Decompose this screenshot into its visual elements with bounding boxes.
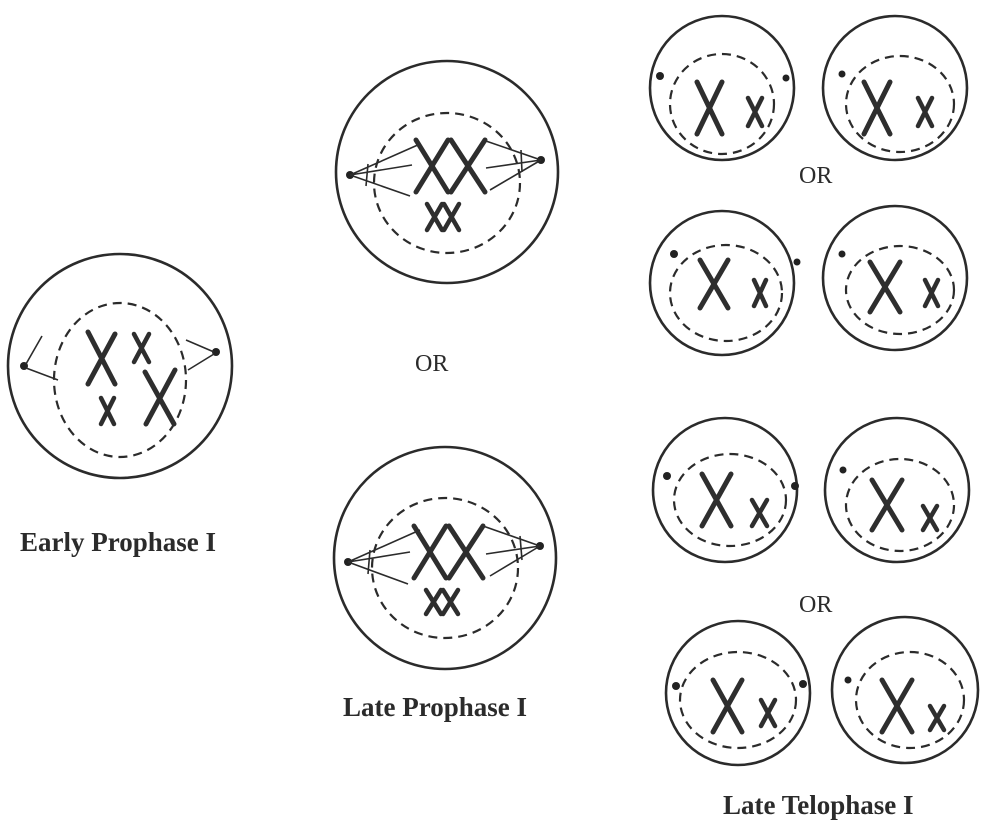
telophase-cell [664, 619, 812, 767]
chromosome-small [131, 331, 152, 365]
telophase-cell [821, 14, 969, 162]
telophase-cell [823, 416, 971, 564]
telophase-cell [651, 416, 799, 564]
chromosome-large [142, 367, 178, 427]
nuclear-envelope [52, 301, 188, 459]
nuclear-envelope [370, 496, 520, 640]
late-prophase-cell-bottom [332, 445, 558, 671]
chromosome-small [98, 395, 117, 427]
early-prophase-label: Early Prophase I [20, 527, 217, 557]
or-label-middle: OR [415, 351, 449, 377]
late-prophase-cell-top [334, 59, 560, 285]
or-label-right-top: OR [799, 163, 833, 189]
late-telophase-label: Late Telophase I [723, 790, 914, 820]
or-label-right-bottom: OR [799, 592, 833, 618]
nuclear-envelope [372, 111, 522, 255]
chromosome-large [85, 329, 118, 387]
early-prophase-cell [6, 252, 234, 480]
telophase-cell [830, 615, 980, 765]
telophase-cell [821, 204, 969, 352]
telophase-cell [648, 209, 801, 357]
telophase-cell [648, 14, 796, 162]
late-prophase-label: Late Prophase I [343, 692, 528, 722]
